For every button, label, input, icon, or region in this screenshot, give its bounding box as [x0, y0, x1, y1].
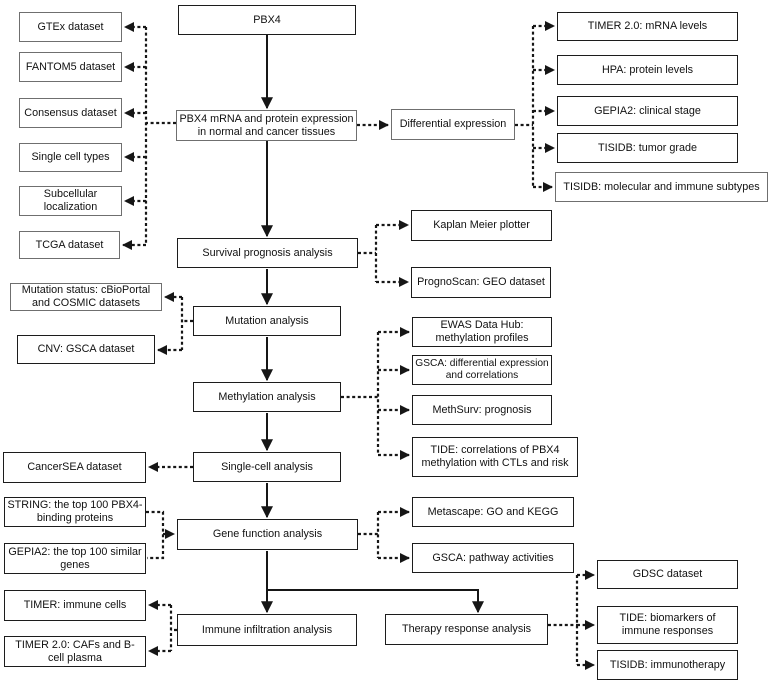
node-gepia2-clinical-stage: GEPIA2: clinical stage: [557, 96, 738, 126]
node-therapy-response-analysis: Therapy response analysis: [385, 614, 548, 645]
node-tisidb-immunotherapy: TISIDB: immunotherapy: [597, 650, 738, 680]
node-gene-function-analysis: Gene function analysis: [177, 519, 358, 550]
node-expression: PBX4 mRNA and protein expression in norm…: [176, 110, 357, 141]
edge-string-gepia2-bracket: [146, 510, 165, 560]
node-gsca-differential: GSCA: differential expression and correl…: [412, 355, 552, 385]
node-single-cell-analysis: Single-cell analysis: [193, 452, 341, 482]
node-cancersea-dataset: CancerSEA dataset: [3, 452, 146, 483]
edge-genefunction-therapy: [266, 551, 484, 614]
node-kaplan-meier-plotter: Kaplan Meier plotter: [411, 210, 552, 241]
node-tisidb-tumor-grade: TISIDB: tumor grade: [557, 133, 738, 163]
node-tide-biomarkers: TIDE: biomarkers of immune responses: [597, 606, 738, 644]
node-gepia2-similar-genes: GEPIA2: the top 100 similar genes: [4, 543, 146, 574]
node-ewas-data-hub: EWAS Data Hub: methylation profiles: [412, 317, 552, 347]
node-immune-infiltration-analysis: Immune infiltration analysis: [177, 614, 357, 646]
node-timer2-cafs: TIMER 2.0: CAFs and B-cell plasma: [4, 636, 146, 667]
node-hpa-protein-levels: HPA: protein levels: [557, 55, 738, 85]
node-tisidb-subtypes: TISIDB: molecular and immune subtypes: [555, 172, 768, 202]
node-gdsc-dataset: GDSC dataset: [597, 560, 738, 589]
node-timer-immune-cells: TIMER: immune cells: [4, 590, 146, 621]
node-subcellular-localization: Subcellular localization: [19, 186, 122, 216]
node-pbx4: PBX4: [178, 5, 356, 35]
node-methylation-analysis: Methylation analysis: [193, 382, 341, 412]
node-differential-expression: Differential expression: [391, 109, 515, 140]
node-methsurv-prognosis: MethSurv: prognosis: [412, 395, 552, 425]
node-gsca-pathway-activities: GSCA: pathway activities: [412, 543, 574, 573]
node-survival-prognosis: Survival prognosis analysis: [177, 238, 358, 268]
node-single-cell-types: Single cell types: [19, 143, 122, 172]
node-prognoscan-geo: PrognoScan: GEO dataset: [411, 267, 551, 298]
node-string-top100: STRING: the top 100 PBX4-binding protein…: [4, 497, 146, 527]
node-timer2-mrna-levels: TIMER 2.0: mRNA levels: [557, 12, 738, 41]
node-mutation-status: Mutation status: cBioPortal and COSMIC d…: [10, 283, 162, 311]
node-gtex-dataset: GTEx dataset: [19, 12, 122, 42]
node-fantom5-dataset: FANTOM5 dataset: [19, 52, 122, 82]
node-tcga-dataset: TCGA dataset: [19, 231, 120, 259]
node-mutation-analysis: Mutation analysis: [193, 306, 341, 336]
node-consensus-dataset: Consensus dataset: [19, 98, 122, 128]
node-tide-correlations: TIDE: correlations of PBX4 methylation w…: [412, 437, 578, 477]
node-metascape-go-kegg: Metascape: GO and KEGG: [412, 497, 574, 527]
node-cnv-gsca: CNV: GSCA dataset: [17, 335, 155, 364]
